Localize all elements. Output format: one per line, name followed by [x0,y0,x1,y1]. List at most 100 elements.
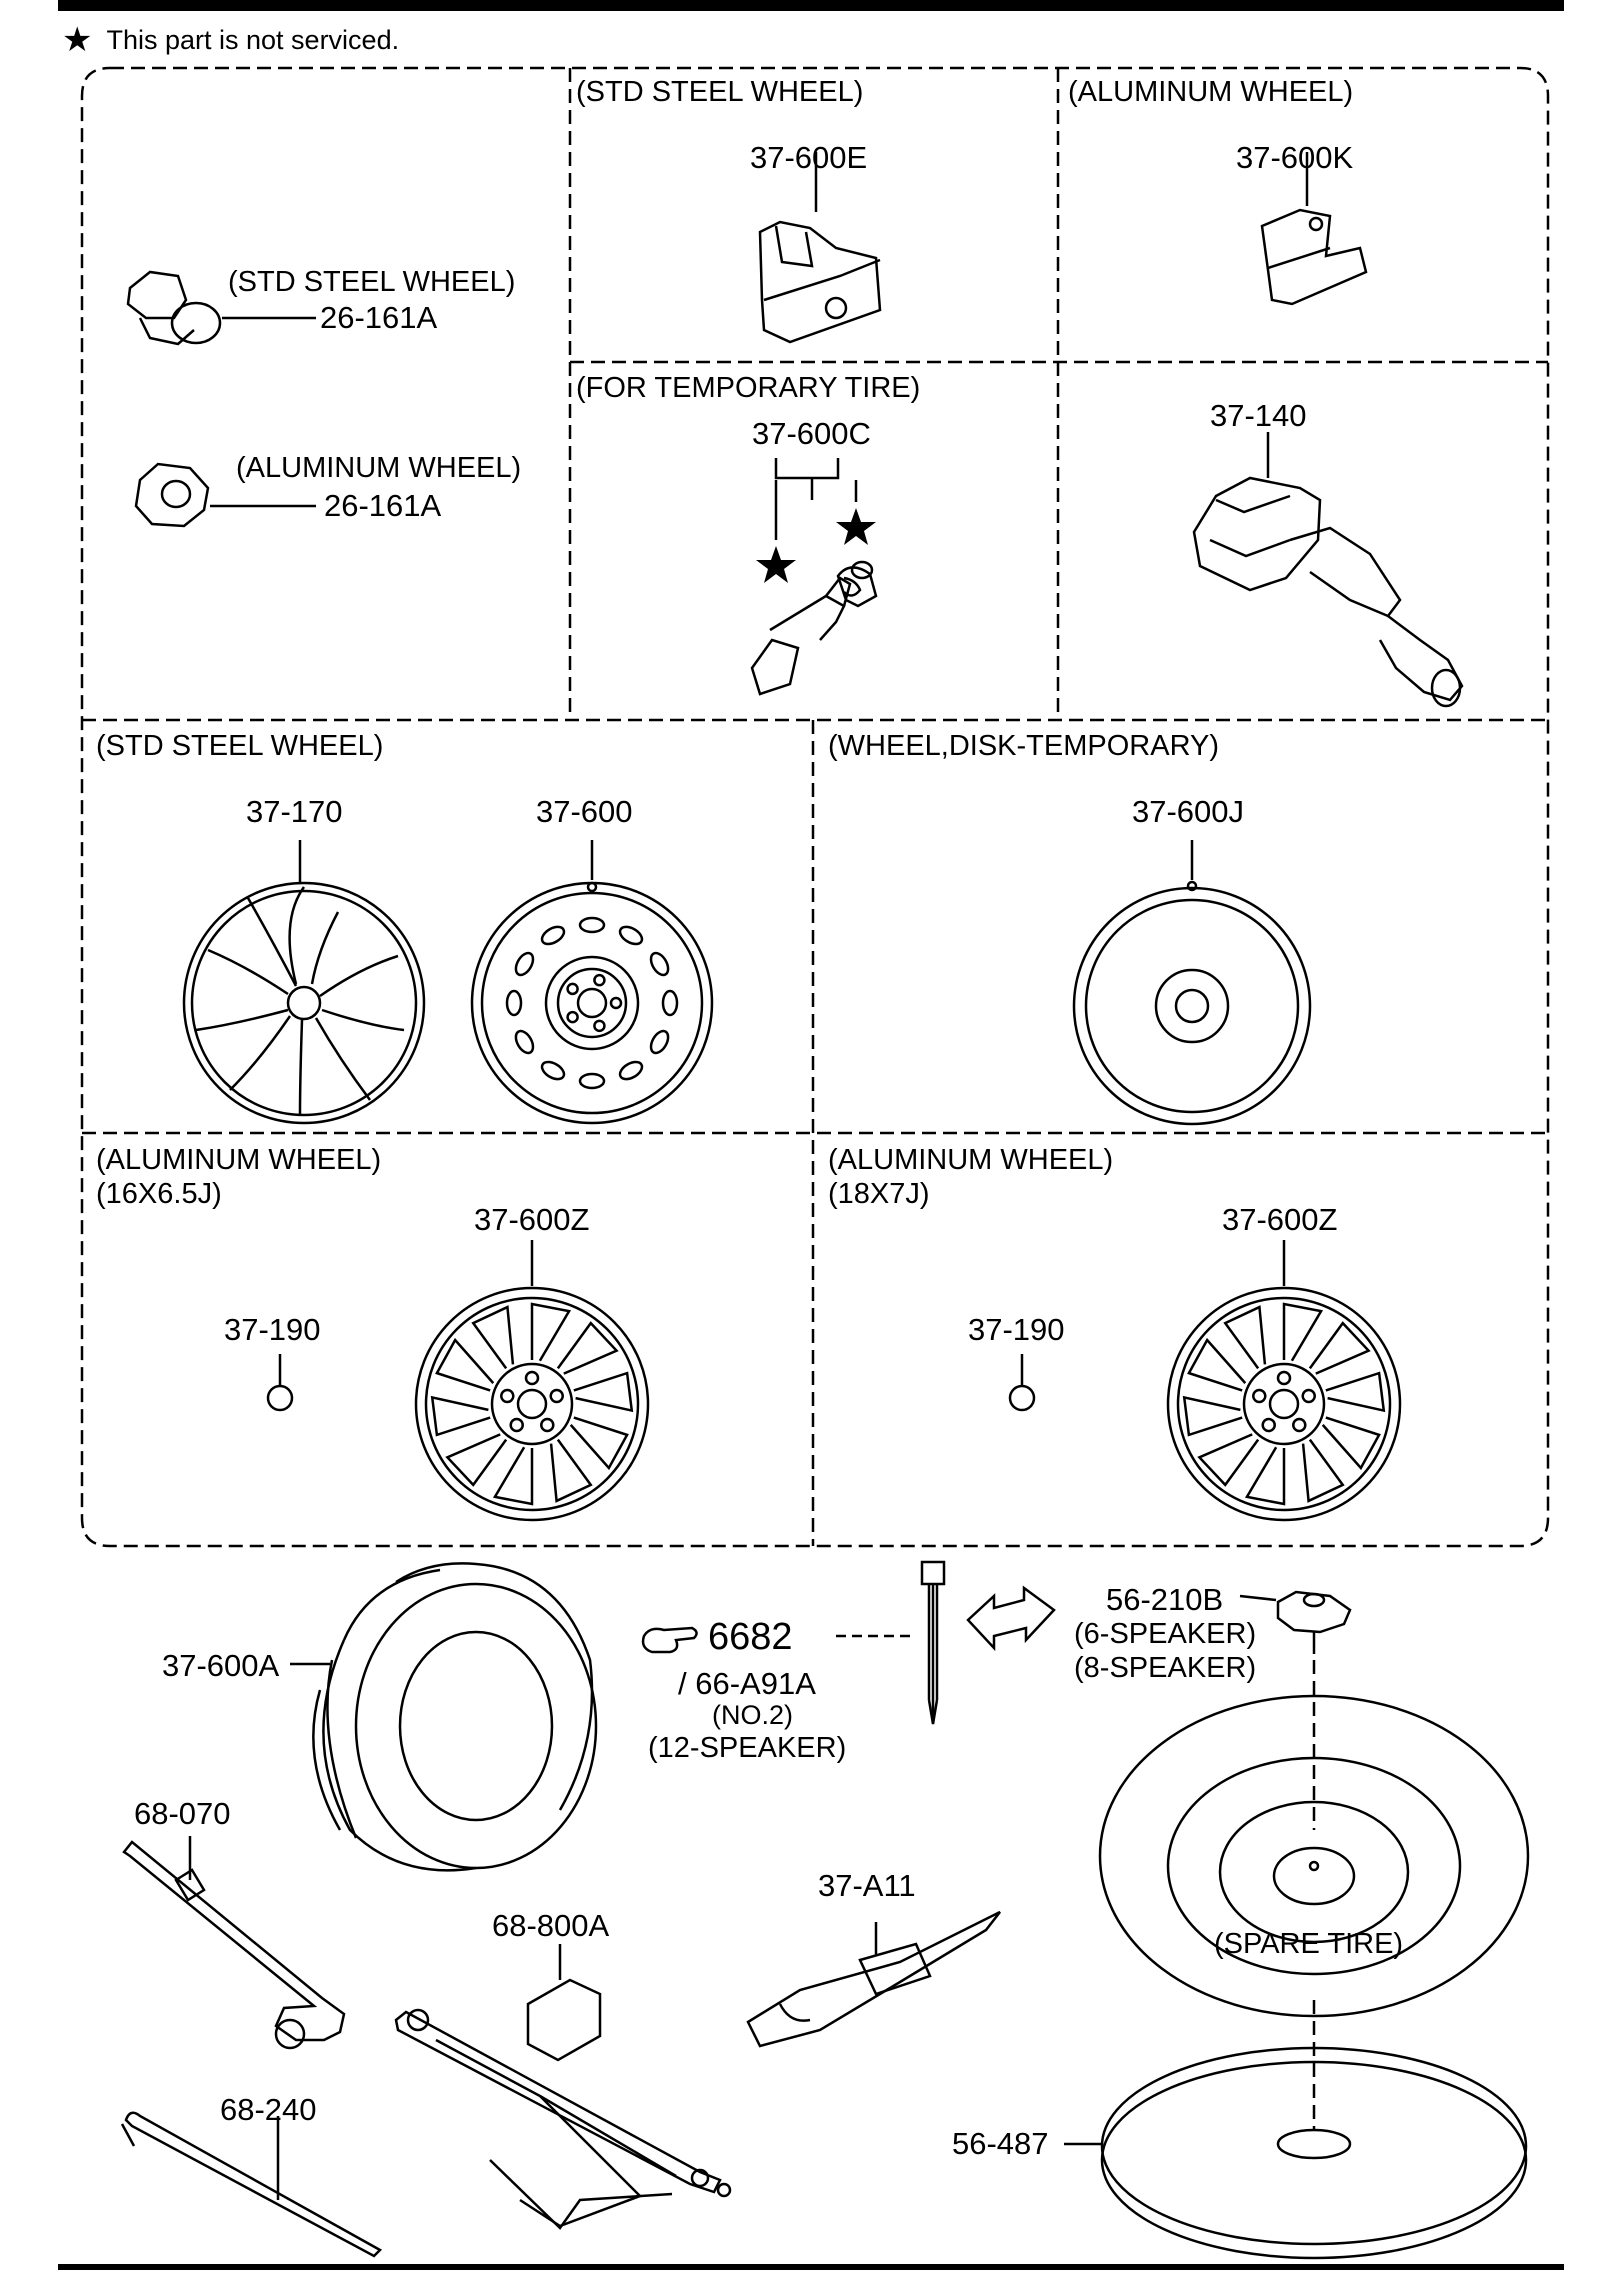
ref-sub: / 66-A91A [678,1666,816,1701]
valve-cap-alu-icon [1260,208,1368,306]
alu18-wheel-part: 37-600Z [1222,1202,1338,1237]
nut-alu-label: (ALUMINUM WHEEL) [236,452,522,484]
vent-hole [540,925,566,946]
spoke [1182,1395,1243,1437]
spare-tire-label: (SPARE TIRE) [1214,1928,1404,1960]
speaker-bolt-icon [920,1560,946,1725]
lug-hole [1292,1417,1307,1433]
spoke [1321,1416,1381,1471]
vent-hole [649,1029,670,1055]
std-wheel-header: (STD STEEL WHEEL) [96,730,384,762]
tpms-part: 37-140 [1210,398,1307,433]
lug-hole [566,1010,579,1024]
lug-hole [500,1388,515,1404]
alu18-cap-part: 37-190 [968,1312,1065,1347]
vent-hole [505,989,523,1017]
spoke [471,1305,515,1370]
alu-wheel-18-icon [1166,1286,1402,1522]
temp-valve-header: (FOR TEMPORARY TIRE) [576,372,921,404]
alu-cap-part: 37-600K [1236,140,1354,175]
star-markers [756,508,876,583]
spoke [556,1321,619,1375]
lug-hole [1301,1388,1316,1404]
alu16-size: (16X6.5J) [96,1178,222,1210]
spoke [1308,1321,1371,1375]
knob-8-speaker: (8-SPEAKER) [1074,1652,1257,1684]
spoke [1244,1446,1286,1506]
nut-alu-part: 26-161A [324,488,442,523]
center-cap-18-icon [1008,1384,1036,1412]
temp-wheel-part: 37-600J [1132,794,1245,829]
lug-hole [593,1019,606,1033]
vent-hole [618,1060,644,1081]
center-cap-16-icon [266,1384,294,1412]
lug-hole [524,1370,540,1386]
lug-hole [609,996,623,1010]
temp-valve-part: 37-600C [752,416,871,451]
wheel-cover-icon [182,881,426,1125]
spoke [573,1371,634,1413]
steel-wheel-part: 37-600 [536,794,633,829]
interchange-arrow-icon [966,1585,1056,1652]
temp-wheel-header: (WHEEL,DISK-TEMPORARY) [828,730,1220,762]
nut-std-part: 26-161A [320,300,438,335]
vent-hole [514,951,535,977]
ref-no: (NO.2) [712,1700,793,1730]
floor-mat-icon [1100,2046,1528,2260]
spoke [1197,1433,1260,1487]
lug-hole [1276,1370,1292,1386]
lug-hole [1252,1388,1267,1404]
star-icon: ★ [62,21,93,59]
spoke [1282,1302,1324,1362]
bar-part: 68-240 [220,2092,317,2127]
alu-wheel-16-spokes [430,1302,634,1506]
lug-hole [509,1417,524,1433]
alu-wheel-16-icon [414,1286,650,1522]
alu16-cap-part: 37-190 [224,1312,321,1347]
tire-icon [312,1562,598,1872]
std-cap-part: 37-600E [750,140,868,175]
vent-hole [540,1060,566,1081]
vent-hole [618,925,644,946]
temporary-valve-icon [750,458,878,696]
spoke [492,1446,534,1506]
valve-cap-steel-icon [758,220,882,344]
alu-cap-header: (ALUMINUM WHEEL) [1068,76,1354,108]
std-cap-header: (STD STEEL WHEEL) [576,76,864,108]
spoke [1187,1337,1247,1392]
strap-part: 37-A11 [818,1868,916,1903]
top-rule [58,0,1564,11]
jack-part: 68-800A [492,1908,610,1943]
alu18-size: (18X7J) [828,1178,930,1210]
vent-hole [661,989,679,1017]
temporary-wheel-icon [1072,880,1312,1126]
spoke [530,1302,572,1362]
lug-hole [540,1417,555,1433]
steel-wheel-holes [505,916,679,1090]
vent-hole [578,1072,606,1090]
lug-wrench-icon [122,1840,346,2050]
knob-6-speaker: (6-SPEAKER) [1074,1618,1257,1650]
lug-hole [593,973,606,987]
tpms-sensor-icon [1192,432,1464,708]
wrench-part: 68-070 [134,1796,231,1831]
lug-hole [1261,1417,1276,1433]
legend-text: This part is not serviced. [106,24,400,55]
spoke [569,1416,629,1471]
mat-part: 56-487 [952,2126,1049,2161]
lug-nut-steel-icon [126,270,316,346]
jack-bar-icon [120,2111,383,2258]
lug-hole [566,982,579,996]
alu18-header: (ALUMINUM WHEEL) [828,1144,1114,1176]
vent-hole [649,951,670,977]
spoke [1301,1438,1345,1503]
spoke [1325,1371,1386,1413]
spoke [549,1438,593,1503]
ref-number[interactable]: 6682 [708,1616,793,1658]
wheel-cover-part: 37-170 [246,794,343,829]
vent-hole [514,1029,535,1055]
legend-note: ★ This part is not serviced. [62,22,399,58]
alu-wheel-18-spokes [1182,1302,1386,1506]
spoke [435,1337,495,1392]
